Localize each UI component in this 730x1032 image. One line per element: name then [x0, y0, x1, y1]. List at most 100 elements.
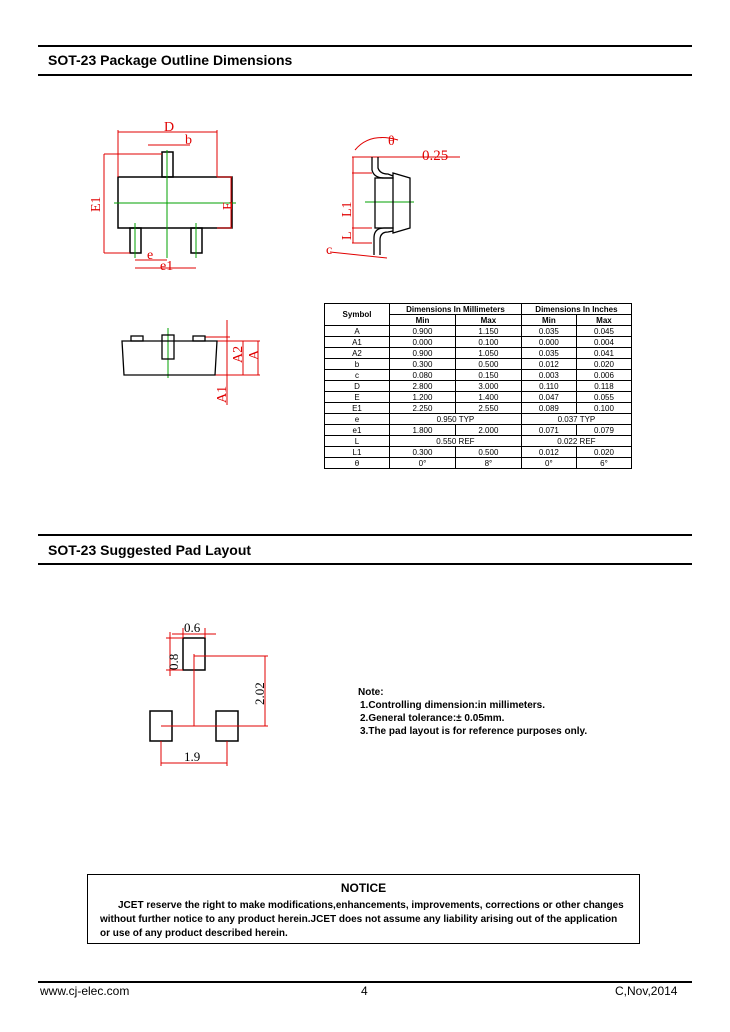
notice-body: JCET reserve the right to make modificat… — [100, 900, 624, 939]
label-0.25: 0.25 — [422, 148, 448, 164]
value-cell: 3.000 — [454, 380, 522, 392]
pad-horizontal-pitch-label: 1.9 — [184, 749, 200, 764]
notes: Note: 1.Controlling dimension:in millime… — [358, 686, 587, 738]
label-L: L — [340, 231, 355, 240]
value-cell: 0.079 — [575, 424, 633, 436]
label-c: c — [326, 243, 332, 258]
pad-layout: 0.6 0.8 2.02 1.9 — [149, 620, 268, 766]
label-A1: A1 — [215, 386, 230, 403]
value-cell: 0.037 TYP — [520, 413, 633, 425]
value-cell: 2.000 — [454, 424, 522, 436]
value-cell: 0° — [520, 457, 577, 469]
value-cell: 8° — [454, 457, 522, 469]
pad-vertical-pitch-label: 2.02 — [252, 682, 267, 705]
value-cell: 0.012 — [520, 446, 577, 458]
symbol-cell: E — [324, 391, 390, 403]
value-cell: 0.900 — [389, 347, 456, 359]
label-E: E — [221, 201, 236, 210]
value-cell: 0.045 — [575, 325, 633, 337]
value-cell: 0.550 REF — [389, 435, 522, 447]
footer-website: www.cj-elec.com — [40, 984, 130, 998]
section-title-pad-layout: SOT-23 Suggested Pad Layout — [48, 542, 252, 558]
symbol-cell: c — [324, 369, 390, 381]
label-b: b — [185, 133, 192, 148]
value-cell: 0.500 — [454, 446, 522, 458]
divider — [38, 563, 692, 565]
label-A: A — [247, 349, 262, 360]
section-title-outline: SOT-23 Package Outline Dimensions — [48, 52, 293, 68]
mm-max-header: Max — [454, 314, 522, 326]
value-cell: 0.047 — [520, 391, 577, 403]
divider — [38, 45, 692, 47]
pad-height-label: 0.8 — [166, 654, 181, 670]
divider — [38, 534, 692, 536]
value-cell: 0.000 — [389, 336, 456, 348]
value-cell: 0.055 — [575, 391, 633, 403]
value-cell: 0.000 — [520, 336, 577, 348]
symbol-cell: A — [324, 325, 390, 337]
note-line: 2.General tolerance:± 0.05mm. — [360, 713, 505, 724]
footer-divider — [38, 981, 692, 983]
value-cell: 0.035 — [520, 325, 577, 337]
front-view — [121, 334, 218, 376]
note-title: Note: — [358, 687, 384, 698]
symbol-cell: E1 — [324, 402, 390, 414]
in-max-header: Max — [575, 314, 633, 326]
value-cell: 2.800 — [389, 380, 456, 392]
centerlines — [114, 150, 414, 378]
dimension-labels: D b E1 E e e1 θ 0.25 L1 L c A2 A A1 — [89, 120, 448, 403]
value-cell: 0.071 — [520, 424, 577, 436]
note-line: 1.Controlling dimension:in millimeters. — [360, 700, 546, 711]
symbol-cell: L1 — [324, 446, 390, 458]
symbol-cell: A2 — [324, 347, 390, 359]
value-cell: 2.250 — [389, 402, 456, 414]
symbol-cell: L — [324, 435, 390, 447]
label-L1: L1 — [340, 201, 355, 217]
value-cell: 0.089 — [520, 402, 577, 414]
notice-title: NOTICE — [340, 881, 387, 895]
value-cell: 1.800 — [389, 424, 456, 436]
value-cell: 0.080 — [389, 369, 456, 381]
label-E1: E1 — [89, 196, 104, 212]
value-cell: 0.012 — [520, 358, 577, 370]
symbol-cell: A1 — [324, 336, 390, 348]
value-cell: 0.950 TYP — [389, 413, 522, 425]
inch-header: Dimensions In Inches — [520, 303, 633, 315]
dimensions-table: Symbol Dimensions In Millimeters Dimensi… — [324, 303, 633, 469]
label-D: D — [164, 120, 174, 135]
value-cell: 0.900 — [389, 325, 456, 337]
side-view — [371, 157, 411, 255]
value-cell: 0.020 — [575, 358, 633, 370]
value-cell: 0.150 — [454, 369, 522, 381]
value-cell: 0.300 — [389, 358, 456, 370]
value-cell: 6° — [575, 457, 633, 469]
label-theta: θ — [388, 134, 395, 149]
label-e1: e1 — [160, 259, 173, 274]
value-cell: 0.041 — [575, 347, 633, 359]
page-number: 4 — [361, 984, 368, 998]
label-e: e — [147, 248, 153, 263]
note-line: 3.The pad layout is for reference purpos… — [360, 726, 588, 737]
in-min-header: Min — [520, 314, 577, 326]
value-cell: 0.022 REF — [520, 435, 633, 447]
value-cell: 0.300 — [389, 446, 456, 458]
symbol-cell: b — [324, 358, 390, 370]
value-cell: 1.400 — [454, 391, 522, 403]
value-cell: 0.020 — [575, 446, 633, 458]
value-cell: 0.110 — [520, 380, 577, 392]
value-cell: 0.100 — [575, 402, 633, 414]
value-cell: 0.118 — [575, 380, 633, 392]
pad-width-label: 0.6 — [184, 620, 201, 635]
value-cell: 0.004 — [575, 336, 633, 348]
